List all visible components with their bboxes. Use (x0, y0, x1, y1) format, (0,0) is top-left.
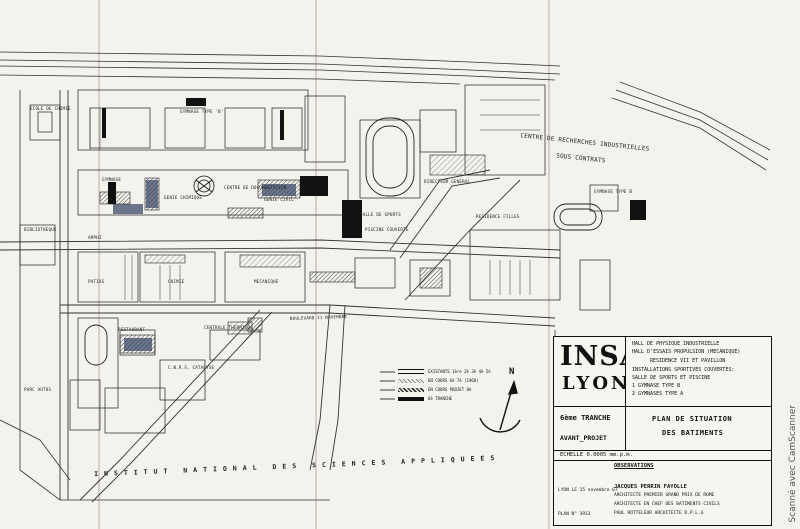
label-ecole-chimie: ECOLE DE CHIMIE (30, 106, 71, 111)
drawing-title-2: DES BATIMENTS (662, 429, 724, 437)
legend-item: EN COURS PROJET 8è (398, 387, 471, 392)
architect-line: ARCHITECTE EN CHEF DES BATIMENTS CIVILS (614, 502, 720, 507)
legend-swatch (398, 387, 424, 392)
legend-item: 6è TRANCHE (398, 396, 452, 401)
label-patios: PATIOS (88, 279, 105, 284)
roads (0, 90, 561, 503)
legend-swatch (398, 378, 424, 383)
tranche-box: 6ème TRANCHE AVANT_PROJET (553, 406, 627, 452)
label-cnrs: C.N.R.S. CATALYSE (168, 365, 215, 370)
label-centrale: CENTRALE THERMIQUE (204, 325, 253, 330)
observations-label: OBSERVATIONS (614, 463, 654, 469)
program-line: 2 GYMNASES TYPE A (632, 391, 684, 397)
north-letter: N (509, 367, 515, 377)
legend-label: EN COURS PROJET 8è (428, 387, 472, 392)
buildings-outline (19, 84, 619, 434)
architect-line: JACQUES PERRIN FAYOLLE (614, 484, 687, 490)
label-bibliotheque: BIBLIOTHEQUE (24, 227, 57, 232)
fold-line (315, 0, 317, 529)
tranche-label: 6ème TRANCHE (560, 414, 611, 422)
legend-label: EN COURS 6è 7è (1968) (428, 378, 479, 383)
running-track (84, 117, 603, 366)
plan-number: PLAN N° 3913 (558, 512, 591, 517)
legend-item: EXISTANTS 1ère 2è 3è 4è 5è (398, 369, 491, 374)
detail-lines (89, 99, 540, 300)
architect-line: ARCHITECTE PREMIER GRAND PRIX DE ROME (614, 493, 715, 498)
label-gymnase-type-b: GYMNASE TYPE 'B' (180, 109, 224, 114)
architect-line: PAUL ROTTELEUR ARCHITECTE D.P.L.G (614, 511, 704, 516)
label-piscine: PISCINE COUVERTE (365, 227, 409, 232)
label-chimie: CHIMIE (168, 279, 185, 284)
perimeter (0, 90, 556, 505)
label-parc-autos: PARC AUTOS (24, 387, 52, 392)
legend-label: 6è TRANCHE (428, 396, 453, 401)
program-line: SALLE DE SPORTS ET PISCINE (632, 375, 711, 381)
program-box: HALL DE PHYSIQUE INDUSTRIELLE HALL D'ESS… (625, 336, 772, 408)
label-mecanique: MECANIQUE (254, 279, 279, 284)
railway-lines (0, 51, 771, 171)
program-line: 1 GYMNASE TYPE B (632, 383, 681, 389)
scale-label: ECHELLE 0.0005 mm.p.m. (560, 452, 633, 458)
program-line: HALL D'ESSAIS PROPULSION (MECANIQUE) (632, 349, 741, 355)
program-line: INSTALLATIONS SPORTIVES COUVERTES: (632, 367, 735, 373)
legend-item: EN COURS 6è 7è (1968) (398, 378, 479, 383)
label-genie-chimique: GENIE CHIMIQUE (164, 195, 203, 200)
domed-building (193, 175, 215, 197)
logo-lyon: LYON (562, 373, 631, 394)
phase-label: AVANT_PROJET (560, 434, 607, 442)
legend-swatch (398, 369, 424, 374)
program-line: RESIDENCE VII ET PAVILLON (650, 358, 726, 364)
drawing-title-box: PLAN DE SITUATION DES BATIMENTS (625, 406, 772, 452)
north-arrow (479, 379, 521, 433)
label-amphi: AMPHI (88, 235, 102, 240)
label-gymnase-right: GYMNASE TYPE B (594, 189, 633, 194)
label-gymnase: GYMNASE (102, 177, 122, 182)
label-directeur: DIRECTEUR GENERAL (424, 179, 471, 184)
label-residence: RESIDENCE FILLES (476, 214, 520, 219)
scanner-watermark: Scanné avec CamScanner (788, 405, 798, 523)
legend-swatch (398, 396, 424, 401)
legend-arrows (380, 371, 395, 400)
program-line: HALL DE PHYSIQUE INDUSTRIELLE (632, 341, 720, 347)
tinted-buildings (113, 180, 296, 351)
fold-line (548, 0, 550, 529)
observations-box: OBSERVATIONS LYON LE 15 novembre 67 PLAN… (553, 460, 772, 526)
drawing-title-1: PLAN DE SITUATION (652, 415, 733, 423)
solid-buildings (102, 98, 646, 238)
date-label: LYON LE 15 novembre 67 (558, 488, 618, 493)
label-centre-doc: CENTRE DE DOCUMENTATION (224, 185, 287, 190)
label-genie-civil: GENIE CIVIL (264, 197, 294, 202)
logo-box: INSA LYON (553, 336, 641, 408)
label-salle-sports: SALLE DE SPORTS (360, 212, 401, 217)
fold-line (98, 0, 100, 529)
legend-label: EXISTANTS 1ère 2è 3è 4è 5è (428, 369, 491, 374)
label-restaurant: RESTAURANT (118, 327, 146, 332)
